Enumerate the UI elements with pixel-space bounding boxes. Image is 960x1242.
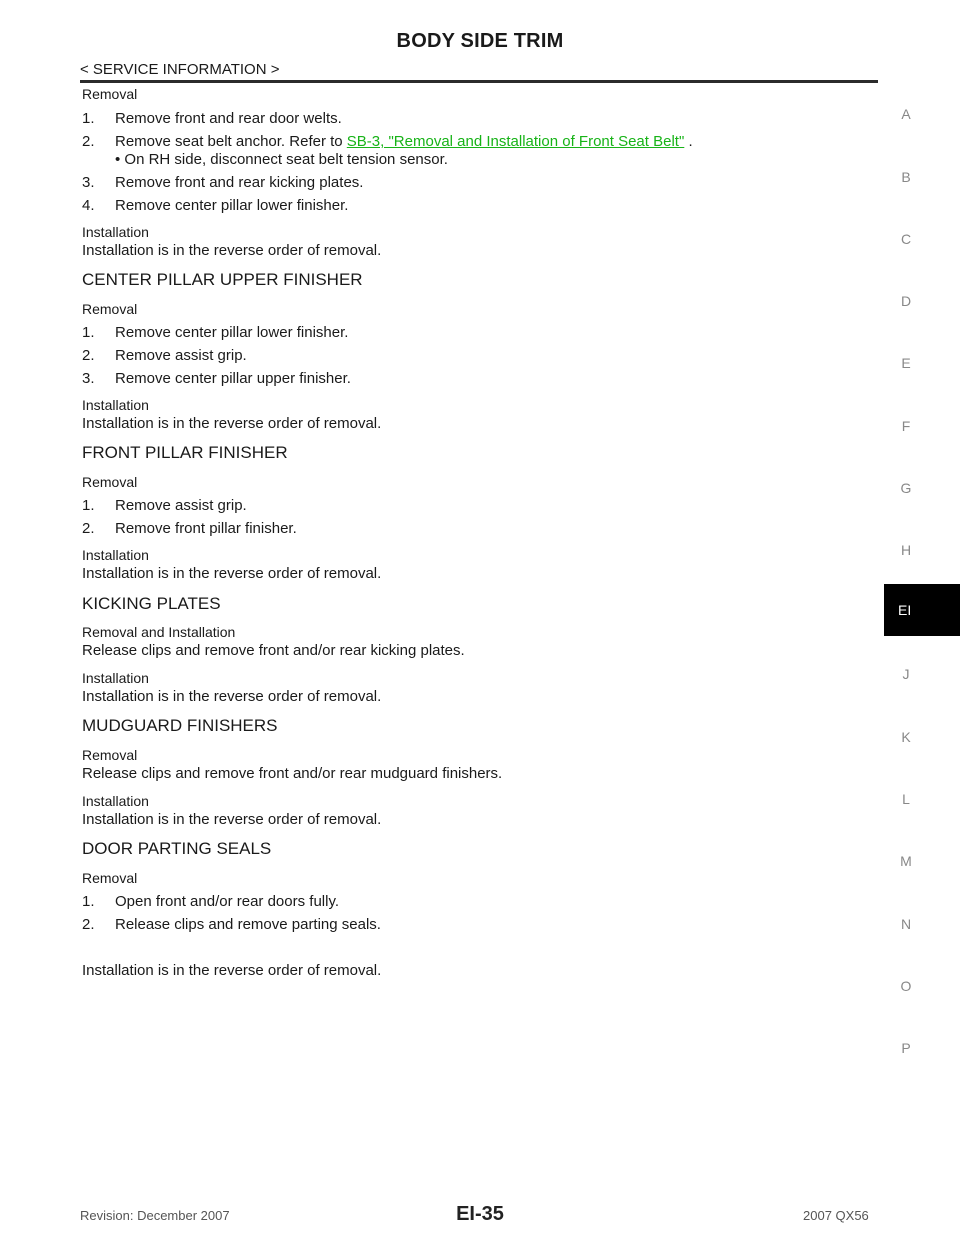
step-2: 2.Remove seat belt anchor. Refer to SB-3… <box>82 133 693 150</box>
step-3: 3.Remove front and rear kicking plates. <box>82 174 364 191</box>
index-tab-c[interactable]: C <box>900 231 912 247</box>
index-tab-g[interactable]: G <box>900 480 912 496</box>
section-label: < SERVICE INFORMATION > <box>80 61 280 78</box>
heading-center-pillar: CENTER PILLAR UPPER FINISHER <box>82 270 363 289</box>
installation-text: Installation is in the reverse order of … <box>82 415 382 432</box>
index-tab-d[interactable]: D <box>900 293 912 309</box>
step-2: 2.Remove assist grip. <box>82 347 247 364</box>
section-index-tabs: A B C D E F G H EI J K L M N O P <box>884 0 960 1242</box>
step-2: 2.Release clips and remove parting seals… <box>82 916 381 933</box>
footer-model: 2007 QX56 <box>803 1208 869 1223</box>
subheading-removal: Removal <box>82 86 138 102</box>
index-tab-a[interactable]: A <box>901 106 911 122</box>
index-tab-m[interactable]: M <box>900 853 912 869</box>
page-title: BODY SIDE TRIM <box>396 30 564 52</box>
mudguard-text: Release clips and remove front and/or re… <box>82 765 503 782</box>
heading-door-parting-seals: DOOR PARTING SEALS <box>82 839 272 858</box>
subheading-installation: Installation <box>82 793 149 809</box>
subheading-removal: Removal <box>82 747 138 763</box>
installation-text: Installation is in the reverse order of … <box>82 811 382 828</box>
installation-text: Installation is in the reverse order of … <box>82 242 382 259</box>
kicking-text: Release clips and remove front and/or re… <box>82 642 465 659</box>
index-tab-l[interactable]: L <box>902 791 910 807</box>
index-tab-h[interactable]: H <box>900 542 912 558</box>
step-4: 4.Remove center pillar lower finisher. <box>82 197 349 214</box>
heading-kicking-plates: KICKING PLATES <box>82 594 221 613</box>
footer-page-number: EI-35 <box>456 1203 504 1225</box>
index-tab-n[interactable]: N <box>900 916 912 932</box>
index-tab-p[interactable]: P <box>901 1040 911 1056</box>
installation-text: Installation is in the reverse order of … <box>82 688 382 705</box>
subheading-removal: Removal <box>82 870 138 886</box>
header-rule <box>80 80 878 83</box>
heading-front-pillar: FRONT PILLAR FINISHER <box>82 443 288 462</box>
step-3: 3.Remove center pillar upper finisher. <box>82 370 351 387</box>
subheading-installation: Installation <box>82 670 149 686</box>
subheading-installation: Installation <box>82 224 149 240</box>
index-tab-b[interactable]: B <box>901 169 911 185</box>
index-tab-k[interactable]: K <box>901 729 911 745</box>
subheading-installation: Installation <box>82 547 149 563</box>
installation-text: Installation is in the reverse order of … <box>82 565 382 582</box>
subheading-removal-installation: Removal and Installation <box>82 624 236 640</box>
step-1: 1.Remove center pillar lower finisher. <box>82 324 349 341</box>
footer-revision: Revision: December 2007 <box>80 1208 230 1223</box>
installation-text: Installation is in the reverse order of … <box>82 962 382 979</box>
index-tab-e[interactable]: E <box>901 355 911 371</box>
step-2: 2.Remove front pillar finisher. <box>82 520 297 537</box>
subheading-removal: Removal <box>82 301 138 317</box>
step-2-bullet: • On RH side, disconnect seat belt tensi… <box>115 151 448 168</box>
subheading-removal: Removal <box>82 474 138 490</box>
step-1: 1.Remove front and rear door welts. <box>82 110 342 127</box>
step-1: 1.Open front and/or rear doors fully. <box>82 893 340 910</box>
seat-belt-reference-link[interactable]: SB-3, "Removal and Installation of Front… <box>346 133 685 150</box>
index-tab-o[interactable]: O <box>900 978 912 994</box>
index-tab-ei-active[interactable]: EI <box>884 584 960 636</box>
heading-mudguard: MUDGUARD FINISHERS <box>82 716 278 735</box>
subheading-installation: Installation <box>82 397 149 413</box>
step-1: 1.Remove assist grip. <box>82 497 247 514</box>
index-tab-f[interactable]: F <box>901 418 911 434</box>
index-tab-j[interactable]: J <box>902 666 910 682</box>
